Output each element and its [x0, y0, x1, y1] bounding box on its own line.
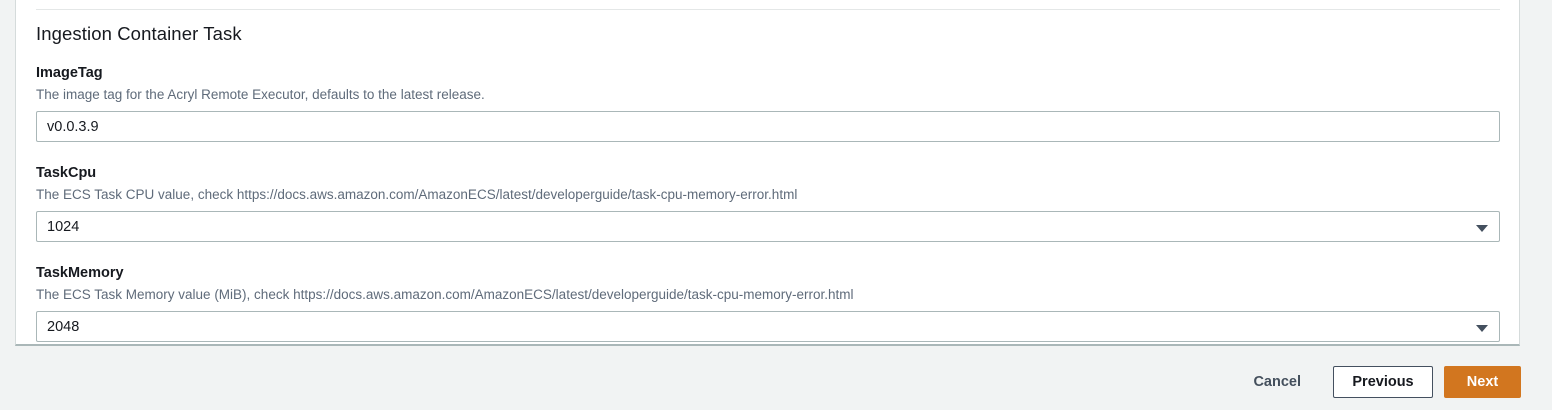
field-label-taskcpu: TaskCpu [36, 165, 97, 181]
cancel-button[interactable]: Cancel [1235, 366, 1319, 398]
wizard-footer: Cancel Previous Next [0, 346, 1552, 410]
field-description-taskcpu: The ECS Task CPU value, check https://do… [36, 187, 798, 202]
field-imagetag: ImageTag The image tag for the Acryl Rem… [36, 64, 1500, 142]
field-description-imagetag: The image tag for the Acryl Remote Execu… [36, 87, 485, 102]
imagetag-input[interactable]: v0.0.3.9 [36, 111, 1500, 142]
panel-top-divider [36, 9, 1500, 10]
chevron-down-icon[interactable] [1476, 324, 1488, 332]
footer-actions: Cancel Previous Next [1235, 366, 1521, 398]
imagetag-input-value: v0.0.3.9 [47, 119, 99, 135]
taskcpu-select-value: 1024 [47, 219, 80, 235]
taskmemory-select[interactable]: 2048 [36, 311, 1500, 342]
taskmemory-select-value: 2048 [47, 319, 80, 335]
taskcpu-select[interactable]: 1024 [36, 211, 1500, 242]
panel-content: Ingestion Container Task ImageTag The im… [36, 22, 1500, 342]
page-title: Ingestion Container Task [36, 23, 242, 44]
field-taskcpu: TaskCpu The ECS Task CPU value, check ht… [36, 164, 1500, 242]
previous-button[interactable]: Previous [1333, 366, 1433, 398]
field-label-imagetag: ImageTag [36, 65, 103, 81]
next-button[interactable]: Next [1444, 366, 1521, 398]
ingestion-container-task-panel: Ingestion Container Task ImageTag The im… [15, 0, 1520, 346]
field-taskmemory: TaskMemory The ECS Task Memory value (Mi… [36, 264, 1500, 342]
field-description-taskmemory: The ECS Task Memory value (MiB), check h… [36, 287, 854, 302]
field-label-taskmemory: TaskMemory [36, 265, 124, 281]
chevron-down-icon[interactable] [1476, 224, 1488, 232]
